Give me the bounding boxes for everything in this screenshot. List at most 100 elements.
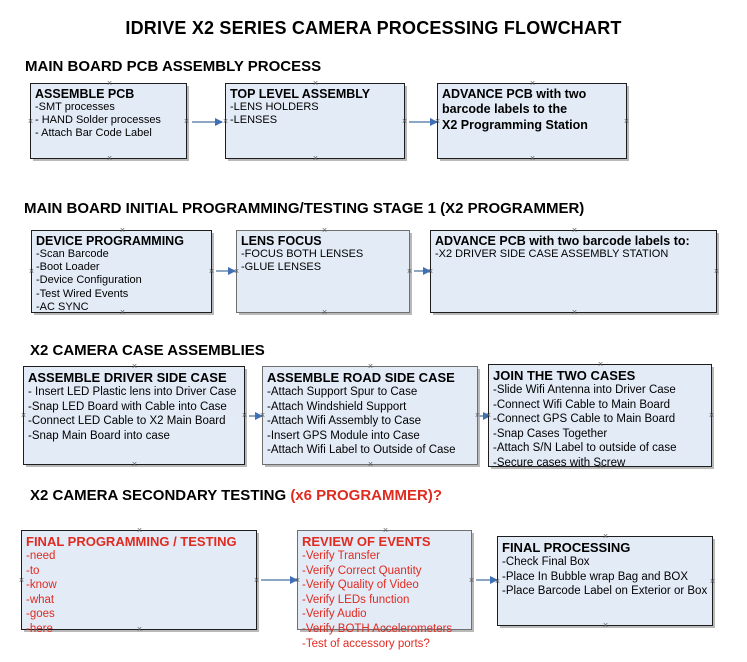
process-box-join-the-two-cases[interactable]: JOIN THE TWO CASES -Slide Wifi Antenna i… [488, 361, 715, 469]
process-box-advance-pcb-driver-side[interactable]: ADVANCE PCB with two barcode labels to: … [430, 230, 717, 313]
resize-handle-top[interactable] [131, 363, 138, 370]
box-title: ASSEMBLE PCB [35, 87, 135, 101]
box-line-overflow: -Test of accessory ports? [302, 637, 430, 650]
process-box-advance-pcb-programming-station[interactable]: ADVANCE PCB with two barcode labels to t… [437, 83, 627, 159]
resize-handle-right[interactable] [401, 118, 408, 125]
resize-handle-left[interactable] [18, 577, 25, 584]
box-title: FINAL PROCESSING [502, 540, 631, 555]
box-line: -Connect LED Cable to X2 Main Board [28, 415, 226, 428]
section-heading-4-accent: (x6 PROGRAMMER)? [290, 487, 442, 504]
resize-handle-top[interactable] [136, 527, 143, 534]
box-line: -SMT processes [35, 101, 115, 113]
resize-handle-bottom[interactable] [571, 309, 578, 316]
connector-arrow-2b [414, 267, 431, 274]
resize-handle-right[interactable] [468, 577, 475, 584]
resize-handle-right[interactable] [713, 268, 720, 275]
section-heading-1-text: MAIN BOARD PCB ASSEMBLY PROCESS [25, 58, 322, 75]
box-line: -Attach Windshield Support [267, 400, 407, 413]
box-line: - HAND Solder processes [35, 114, 161, 127]
box-line: X2 Programming Station [442, 118, 588, 132]
process-box-assemble-pcb[interactable]: ASSEMBLE PCB -SMT processes - HAND Solde… [30, 83, 187, 159]
box-line: -Check Final Box [502, 556, 590, 568]
resize-handle-right[interactable] [709, 578, 716, 585]
process-box-final-processing[interactable]: FINAL PROCESSING -Check Final Box -Place… [497, 536, 713, 626]
resize-handle-bottom[interactable] [529, 155, 536, 162]
box-line: -know [26, 579, 57, 592]
resize-handle-right[interactable] [253, 577, 260, 584]
box-line: -goes [26, 608, 55, 621]
resize-handle-left[interactable] [27, 118, 34, 125]
resize-handle-right[interactable] [623, 118, 630, 125]
box-title: REVIEW OF EVENTS [302, 534, 431, 549]
resize-handle-top[interactable] [602, 533, 609, 540]
resize-handle-top[interactable] [367, 363, 374, 370]
resize-handle-right[interactable] [241, 412, 248, 419]
process-box-assemble-road-side-case[interactable]: ASSEMBLE ROAD SIDE CASE -Attach Support … [262, 366, 478, 465]
resize-handle-top[interactable] [312, 80, 319, 87]
resize-handle-left[interactable] [20, 412, 27, 419]
process-box-top-level-assembly[interactable]: TOP LEVEL ASSEMBLY -LENS HOLDERS -LENSES [225, 83, 405, 159]
connector-arrow-3a [249, 412, 263, 419]
box-line: -AC SYNC [36, 300, 89, 313]
process-box-lens-focus[interactable]: LENS FOCUS -FOCUS BOTH LENSES -GLUE LENS… [236, 230, 410, 313]
box-line: -Place In Bubble wrap Bag and BOX [502, 570, 689, 583]
box-line: -LENS HOLDERS [230, 101, 319, 113]
resize-handle-top[interactable] [382, 527, 389, 534]
box-line: -Verify BOTH Accelerometers [302, 622, 453, 635]
connector-arrow-4a [261, 576, 298, 583]
resize-handle-left[interactable] [28, 268, 35, 275]
box-line: - Attach Bar Code Label [35, 127, 152, 140]
box-line: -need [26, 550, 56, 562]
resize-handle-bottom[interactable] [321, 309, 328, 316]
resize-handle-bottom[interactable] [131, 461, 138, 468]
resize-handle-right[interactable] [406, 268, 413, 275]
resize-handle-left[interactable] [222, 118, 229, 125]
box-line: -Test Wired Events [36, 287, 129, 300]
resize-handle-bottom[interactable] [602, 622, 609, 629]
resize-handle-top[interactable] [106, 80, 113, 87]
box-title: DEVICE PROGRAMMING [36, 234, 184, 248]
resize-handle-top[interactable] [571, 227, 578, 234]
box-line: -Attach S/N Label to outside of case [493, 442, 677, 455]
section-heading-2: MAIN BOARD INITIAL PROGRAMMING/TESTING S… [24, 200, 584, 217]
resize-handle-top[interactable] [321, 227, 328, 234]
box-line: -Verify Correct Quantity [302, 564, 422, 577]
box-line: -Snap Main Board into case [28, 429, 170, 442]
process-box-final-programming-testing[interactable]: FINAL PROGRAMMING / TESTING -need -to -k… [18, 527, 260, 635]
resize-handle-bottom[interactable] [367, 461, 374, 468]
connector-arrow-1b [409, 118, 438, 125]
section-heading-3-text: X2 CAMERA CASE ASSEMBLIES [30, 342, 265, 359]
process-box-device-programming[interactable]: DEVICE PROGRAMMING -Scan Barcode -Boot L… [31, 230, 212, 313]
box-title: ASSEMBLE ROAD SIDE CASE [267, 370, 455, 385]
box-title: ASSEMBLE DRIVER SIDE CASE [28, 370, 227, 385]
box-line: -Verify Audio [302, 608, 367, 621]
section-heading-4-text: X2 CAMERA SECONDARY TESTING [30, 487, 291, 504]
box-line: -Connect Wifi Cable to Main Board [493, 398, 671, 411]
resize-handle-top[interactable] [597, 361, 604, 368]
box-line: -Slide Wifi Antenna into Driver Case [493, 384, 676, 396]
resize-handle-right[interactable] [708, 412, 715, 419]
box-line: -Snap Cases Together [493, 427, 608, 440]
resize-handle-bottom[interactable] [106, 155, 113, 162]
box-title: JOIN THE TWO CASES [493, 368, 636, 383]
process-box-assemble-driver-side-case[interactable]: ASSEMBLE DRIVER SIDE CASE - Insert LED P… [23, 366, 245, 465]
resize-handle-right[interactable] [208, 268, 215, 275]
box-line: -Verify LEDs function [302, 593, 410, 606]
box-line: -Place Barcode Label on Exterior or Box [502, 585, 708, 598]
box-line: -here [26, 622, 53, 635]
box-title: FINAL PROGRAMMING / TESTING [26, 534, 237, 549]
section-heading-1: MAIN BOARD PCB ASSEMBLY PROCESS [25, 58, 321, 75]
box-line: -Snap LED Board with Cable into Case [28, 400, 227, 413]
section-heading-3: X2 CAMERA CASE ASSEMBLIES [30, 342, 265, 359]
resize-handle-right[interactable] [183, 118, 190, 125]
box-line: -Attach Support Spur to Case [267, 386, 418, 398]
process-box-review-of-events[interactable]: REVIEW OF EVENTS -Verify Transfer -Verif… [297, 527, 475, 650]
resize-handle-top[interactable] [119, 227, 126, 234]
box-line: -what [26, 593, 55, 606]
resize-handle-top[interactable] [529, 80, 536, 87]
section-heading-4: X2 CAMERA SECONDARY TESTING (x6 PROGRAMM… [30, 487, 442, 504]
box-line: -FOCUS BOTH LENSES [241, 248, 364, 260]
resize-handle-bottom[interactable] [312, 155, 319, 162]
section-heading-2-text: MAIN BOARD INITIAL PROGRAMMING/TESTING S… [24, 200, 585, 217]
